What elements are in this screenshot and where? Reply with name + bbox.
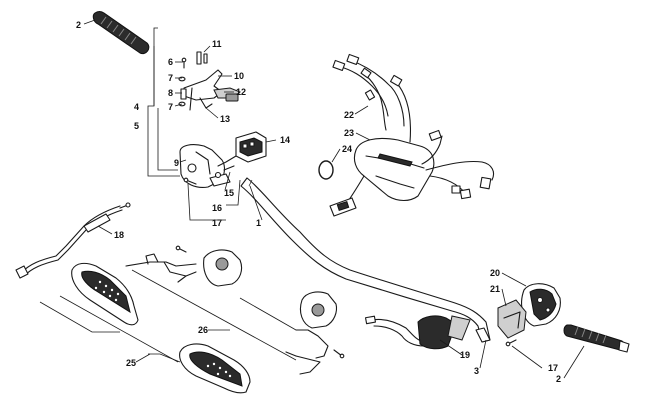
callout-1: 1: [256, 218, 261, 228]
screws-left[interactable]: [183, 165, 235, 185]
callout-2-left-grip: 2: [76, 20, 81, 30]
callout-15: 15: [224, 188, 234, 198]
leader-lines: [83, 19, 585, 379]
callout-4: 4: [134, 102, 139, 112]
callout-19: 19: [460, 350, 470, 360]
throttle-cable[interactable]: [15, 202, 131, 279]
callout-13: 13: [220, 114, 230, 124]
handguard-right[interactable]: [179, 343, 251, 394]
callout-7-lower: 7: [168, 102, 173, 112]
left-switch-housing[interactable]: [179, 144, 231, 188]
callout-18: 18: [114, 230, 124, 240]
callout-12: 12: [236, 87, 246, 97]
hand-warmer-control-harness[interactable]: [329, 53, 495, 217]
callout-2-right-grip: 2: [556, 374, 561, 384]
group-lines: [39, 269, 297, 363]
callout-5: 5: [134, 121, 139, 131]
callout-20: 20: [490, 268, 500, 278]
left-grip[interactable]: [92, 11, 150, 55]
callout-8: 8: [168, 88, 173, 98]
callout-25: 25: [126, 358, 136, 368]
handguard-left[interactable]: [71, 262, 139, 326]
o-ring[interactable]: [318, 160, 334, 180]
handguard-mount-right[interactable]: [285, 291, 345, 375]
callout-10: 10: [234, 71, 244, 81]
callout-22: 22: [344, 110, 354, 120]
switch-connector[interactable]: [217, 131, 267, 167]
callout-6: 6: [168, 57, 173, 67]
callout-7-upper: 7: [168, 73, 173, 83]
callout-3: 3: [474, 366, 479, 376]
callout-14: 14: [280, 135, 290, 145]
callout-23: 23: [344, 128, 354, 138]
callout-24: 24: [342, 144, 352, 154]
callout-17-right: 17: [548, 363, 558, 373]
callout-21: 21: [490, 284, 500, 294]
right-grip[interactable]: [563, 324, 630, 353]
callout-17-left: 17: [212, 218, 222, 228]
callout-labels: 2 6 7 8 7 11 10 12 13 4 5 14 9 15 16 17 …: [76, 20, 561, 384]
callout-16: 16: [212, 203, 222, 213]
bracket-lines: [147, 27, 180, 177]
callout-11: 11: [212, 39, 222, 49]
callout-26: 26: [198, 325, 208, 335]
throttle-housing[interactable]: [497, 283, 561, 347]
small-hardware[interactable]: [178, 51, 208, 107]
callout-9: 9: [174, 158, 179, 168]
handguard-mount-left[interactable]: [125, 245, 243, 287]
hand-warmer-element[interactable]: [364, 315, 491, 350]
